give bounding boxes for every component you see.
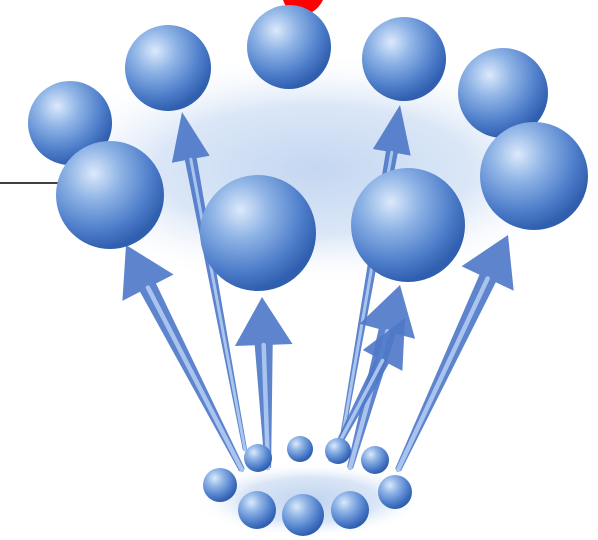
sphere-front-2 <box>200 175 316 291</box>
sphere-front-1 <box>56 141 164 249</box>
small-sphere-7 <box>238 491 276 529</box>
small-sphere-2 <box>287 436 313 462</box>
small-sphere-9 <box>331 491 369 529</box>
arrows-group <box>122 105 514 473</box>
front-spheres-group <box>56 122 588 291</box>
sphere-back-2 <box>125 25 211 111</box>
sphere-back-3 <box>247 5 331 89</box>
arrow-to-back-2-highlight <box>189 157 247 452</box>
sphere-back-1 <box>28 81 112 165</box>
arrow-to-front-2-highlight <box>261 342 271 471</box>
small-sphere-1 <box>244 444 272 472</box>
arrow-to-front-4-highlight <box>395 276 490 473</box>
sphere-back-4 <box>362 17 446 101</box>
small-sphere-3 <box>325 438 351 464</box>
small-spheres-group <box>203 436 412 536</box>
sphere-front-4 <box>480 122 588 230</box>
back-spheres-group <box>28 5 548 165</box>
small-sphere-4 <box>361 446 389 474</box>
small-sphere-5 <box>203 468 237 502</box>
small-sphere-8 <box>282 494 324 536</box>
small-sphere-6 <box>378 475 412 509</box>
arrow-to-front-1-highlight <box>145 285 245 473</box>
sphere-front-3 <box>351 168 465 282</box>
sphere-back-5 <box>458 48 548 138</box>
